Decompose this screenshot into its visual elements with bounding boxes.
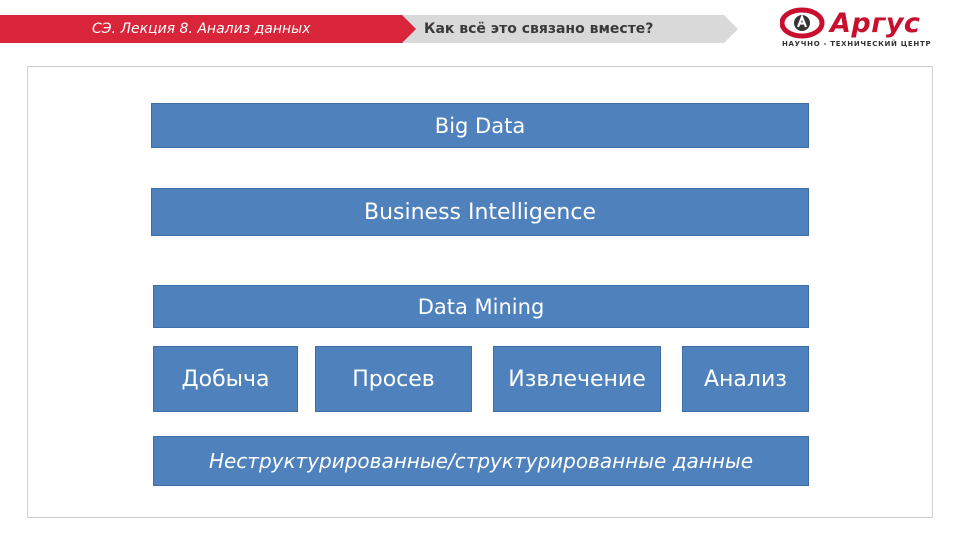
step-box-analysis: Анализ	[682, 346, 809, 412]
step-label: Просев	[352, 366, 435, 392]
data-layer-label: Неструктурированные/структурированные да…	[208, 449, 754, 473]
big-data-label: Big Data	[434, 113, 526, 138]
business-intelligence-label: Business Intelligence	[363, 199, 596, 225]
data-mining-box: Data Mining	[153, 285, 809, 328]
data-layer-box: Неструктурированные/структурированные да…	[153, 436, 809, 486]
step-label: Извлечение	[508, 366, 646, 392]
big-data-box: Big Data	[151, 103, 809, 148]
argus-logo: Аргус НАУЧНО - ТЕХНИЧЕСКИЙ ЦЕНТР	[780, 6, 940, 52]
logo-tagline: НАУЧНО - ТЕХНИЧЕСКИЙ ЦЕНТР	[782, 40, 932, 48]
lecture-tab: СЭ. Лекция 8. Анализ данных	[0, 15, 418, 43]
data-mining-label: Data Mining	[417, 294, 545, 319]
step-box-sifting: Просев	[315, 346, 472, 412]
business-intelligence-box: Business Intelligence	[151, 188, 809, 236]
lecture-label: СЭ. Лекция 8. Анализ данных	[92, 21, 311, 37]
topic-tab: Как всё это связано вместе?	[402, 15, 738, 43]
step-label: Анализ	[704, 366, 787, 392]
eye-icon	[780, 7, 825, 39]
step-box-extraction: Добыча	[153, 346, 298, 412]
slide-title: Как всё это связано вместе?	[424, 21, 654, 37]
diagram-frame	[27, 66, 933, 518]
step-label: Добыча	[181, 366, 270, 392]
logo-brand-text: Аргус	[830, 8, 921, 39]
step-box-retrieval: Извлечение	[493, 346, 661, 412]
